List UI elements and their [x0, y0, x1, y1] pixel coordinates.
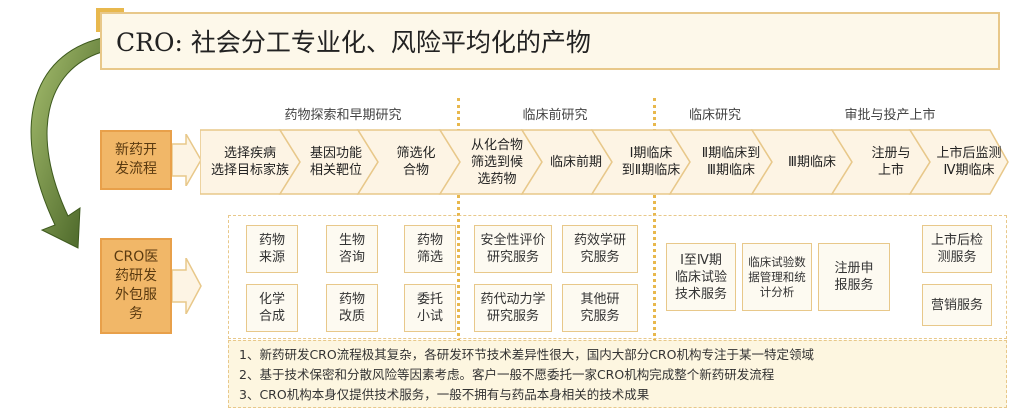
service-box: 药物 来源 — [246, 225, 298, 273]
curved-arrow-icon — [30, 37, 103, 249]
title-accent — [96, 8, 124, 32]
process-step: Ⅱ期临床到 Ⅲ期临床 — [701, 146, 761, 178]
phase-label: 药物探索和早期研究 — [284, 108, 402, 123]
process-step: 上市后监测 Ⅳ期临床 — [936, 146, 1002, 178]
process-step: 临床前期 — [549, 154, 602, 170]
process-chevrons — [200, 129, 1009, 195]
arrow-right-icon — [172, 258, 202, 314]
service-box: 药物 筛选 — [404, 225, 456, 273]
service-box: 临床试验数 据管理和统 计分析 — [742, 243, 812, 311]
phase-divider — [653, 98, 656, 408]
process-step: 从化合物 筛选到候 选药物 — [470, 137, 523, 187]
process-label: 新药开 发流程 — [100, 130, 172, 190]
page-title: CRO: 社会分工专业化、风险平均化的产物 — [100, 12, 1000, 70]
arrow-right-icon — [172, 134, 202, 186]
process-step: 基因功能 相关靶位 — [309, 146, 362, 178]
note-line: 3、CRO机构本身仅提供技术服务，一般不拥有与药品本身相关的技术成果 — [239, 387, 650, 402]
service-box: 注册申 报服务 — [818, 243, 890, 311]
process-step: Ⅲ期临床 — [788, 154, 836, 170]
service-box: 其他研 究服务 — [562, 284, 638, 332]
process-step: Ⅰ期临床 到Ⅱ期临床 — [621, 146, 681, 178]
service-box: 安全性评价 研究服务 — [474, 225, 552, 273]
notes-box: 1、新药研发CRO流程极其复杂，各研发环节技术差异性很大，国内大部分CRO机构专… — [228, 340, 1007, 408]
note-line: 2、基于技术保密和分散风险等因素考虑。客户一般不愿委托一家CRO机构完成整个新药… — [239, 367, 775, 382]
service-box: 营销服务 — [922, 284, 992, 326]
process-step: 选择疾病 选择目标家族 — [210, 146, 289, 178]
service-area — [228, 215, 1007, 339]
service-box: Ⅰ至Ⅳ期 临床试验 技术服务 — [666, 243, 736, 311]
service-box: 委托 小试 — [404, 284, 456, 332]
service-box: 药代动力学 研究服务 — [474, 284, 552, 332]
phase-divider — [457, 98, 460, 408]
service-box: 化学 合成 — [246, 284, 298, 332]
phase-label: 临床研究 — [688, 108, 741, 123]
phase-label: 审批与投产上市 — [844, 108, 936, 123]
service-box: 上市后检 测服务 — [922, 225, 992, 273]
process-step: 筛选化 合物 — [396, 146, 436, 178]
phase-label: 临床前研究 — [522, 108, 588, 123]
service-label: CRO医 药研发 外包服 务 — [100, 238, 172, 334]
note-line: 1、新药研发CRO流程极其复杂，各研发环节技术差异性很大，国内大部分CRO机构专… — [239, 347, 814, 362]
service-box: 药物 改质 — [326, 284, 378, 332]
process-step: 注册与 上市 — [871, 146, 911, 178]
service-box: 药效学研 究服务 — [562, 225, 638, 273]
service-box: 生物 咨询 — [326, 225, 378, 273]
